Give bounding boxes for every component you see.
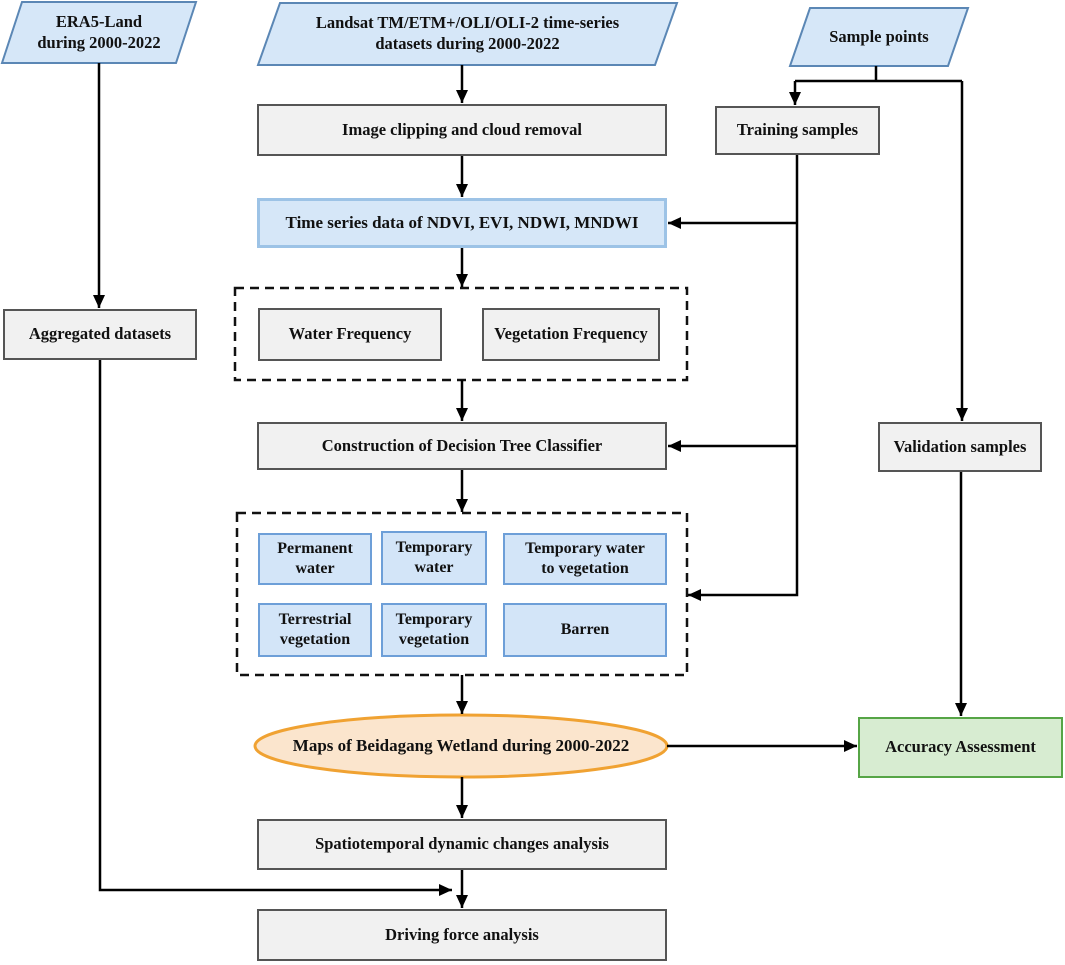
node-construction-decision-tree: Construction of Decision Tree Classifier xyxy=(257,422,667,470)
arrows xyxy=(93,63,968,908)
node-landsat: Landsat TM/ETM+/OLI/OLI-2 time-series da… xyxy=(315,13,620,53)
sample-points-parallelogram-shape xyxy=(788,7,970,67)
node-validation-samples: Validation samples xyxy=(878,422,1042,472)
node-image-clipping: Image clipping and cloud removal xyxy=(257,104,667,156)
node-training-samples: Training samples xyxy=(715,106,880,155)
node-accuracy-assessment: Accuracy Assessment xyxy=(858,717,1063,778)
node-terrestrial-vegetation: Terrestrial vegetation xyxy=(258,603,372,657)
node-permanent-water: Permanent water xyxy=(258,533,372,585)
node-aggregated-datasets: Aggregated datasets xyxy=(3,309,197,360)
classes-dashed-group xyxy=(235,511,689,677)
node-barren: Barren xyxy=(503,603,667,657)
node-temporary-vegetation: Temporary vegetation xyxy=(381,603,487,657)
node-temporary-water-to-vegetation: Temporary water to vegetation xyxy=(503,533,667,585)
node-era5-land: ERA5-Land during 2000-2022 xyxy=(37,11,161,52)
node-spatiotemporal-analysis: Spatiotemporal dynamic changes analysis xyxy=(257,819,667,870)
node-driving-force-analysis: Driving force analysis xyxy=(257,909,667,961)
node-sample-points: Sample points xyxy=(829,26,929,46)
arrow-aggregated-to-junction xyxy=(98,360,452,896)
node-time-series: Time series data of NDVI, EVI, NDWI, MND… xyxy=(257,198,667,248)
node-vegetation-frequency: Vegetation Frequency xyxy=(482,308,660,361)
arrow-training-to-classes xyxy=(688,155,799,601)
node-maps-beidagang-wetland: Maps of Beidagang Wetland during 2000-20… xyxy=(292,736,630,756)
landsat-parallelogram-shape xyxy=(256,2,679,66)
node-water-frequency: Water Frequency xyxy=(258,308,442,361)
node-temporary-water: Temporary water xyxy=(381,531,487,585)
era5-parallelogram-shape xyxy=(0,1,198,64)
